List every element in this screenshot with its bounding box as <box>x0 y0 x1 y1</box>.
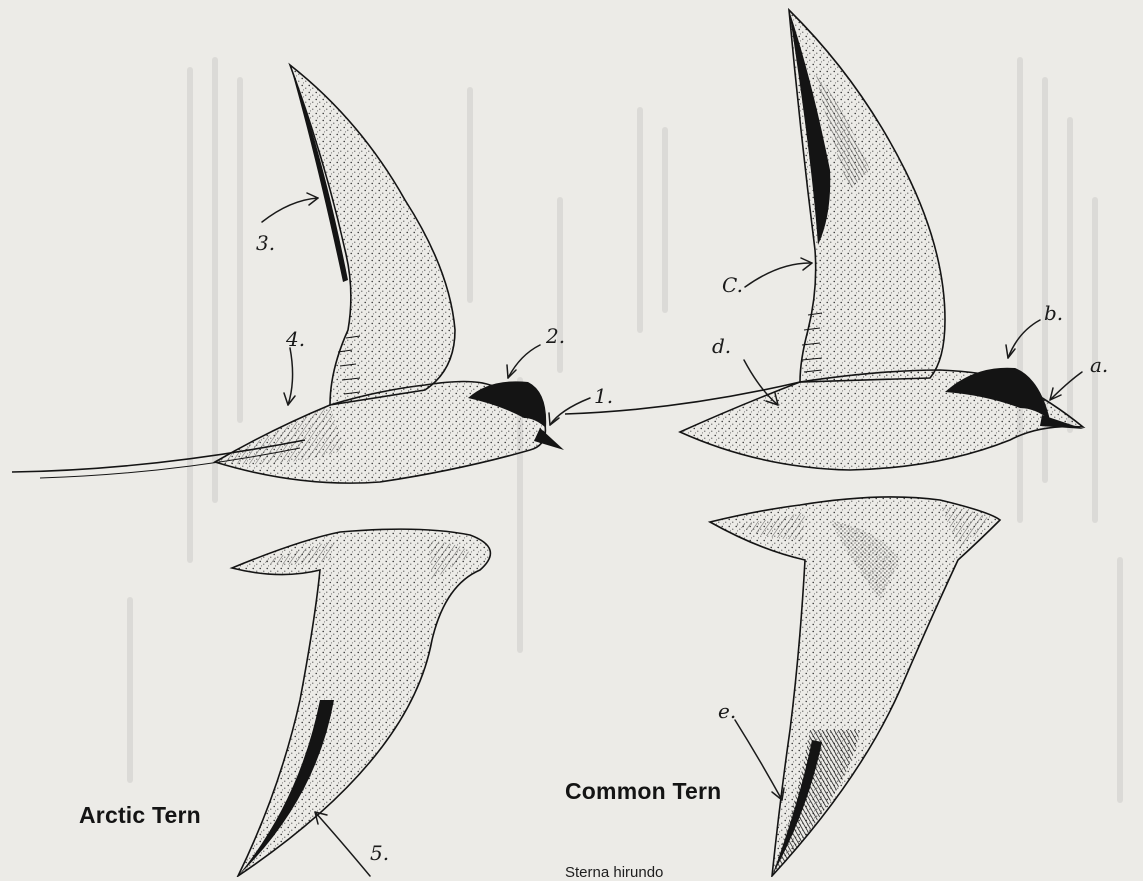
common-tern-scientific-name: Sterna hirundo <box>565 864 663 881</box>
arctic-tern-drawing <box>12 65 564 876</box>
arctic-tern-upper-wing <box>290 65 455 405</box>
annotation-3: 3. <box>256 231 275 255</box>
arrow-4 <box>288 348 293 405</box>
arrow-5 <box>315 812 370 876</box>
annotation-b: b. <box>1044 301 1063 325</box>
arrow-a <box>1050 372 1082 400</box>
annotation-c: C. <box>722 273 743 297</box>
annotation-5: 5. <box>370 841 389 865</box>
annotation-4: 4. <box>285 327 305 351</box>
annotation-1: 1. <box>594 384 613 408</box>
common-tern-label: Common Tern <box>565 778 721 805</box>
common-tern-drawing <box>565 10 1084 876</box>
arrow-c <box>745 263 812 287</box>
common-tern-upper-wing <box>789 10 945 382</box>
annotation-d: d. <box>712 334 731 358</box>
arctic-tern-under-wing <box>232 529 490 876</box>
annotation-a: a. <box>1090 353 1108 377</box>
arrow-e <box>735 720 782 800</box>
annotation-e: e. <box>718 699 736 723</box>
annotation-2: 2. <box>545 324 565 348</box>
arctic-tern-label: Arctic Tern <box>79 802 201 829</box>
arrow-3 <box>262 198 318 222</box>
